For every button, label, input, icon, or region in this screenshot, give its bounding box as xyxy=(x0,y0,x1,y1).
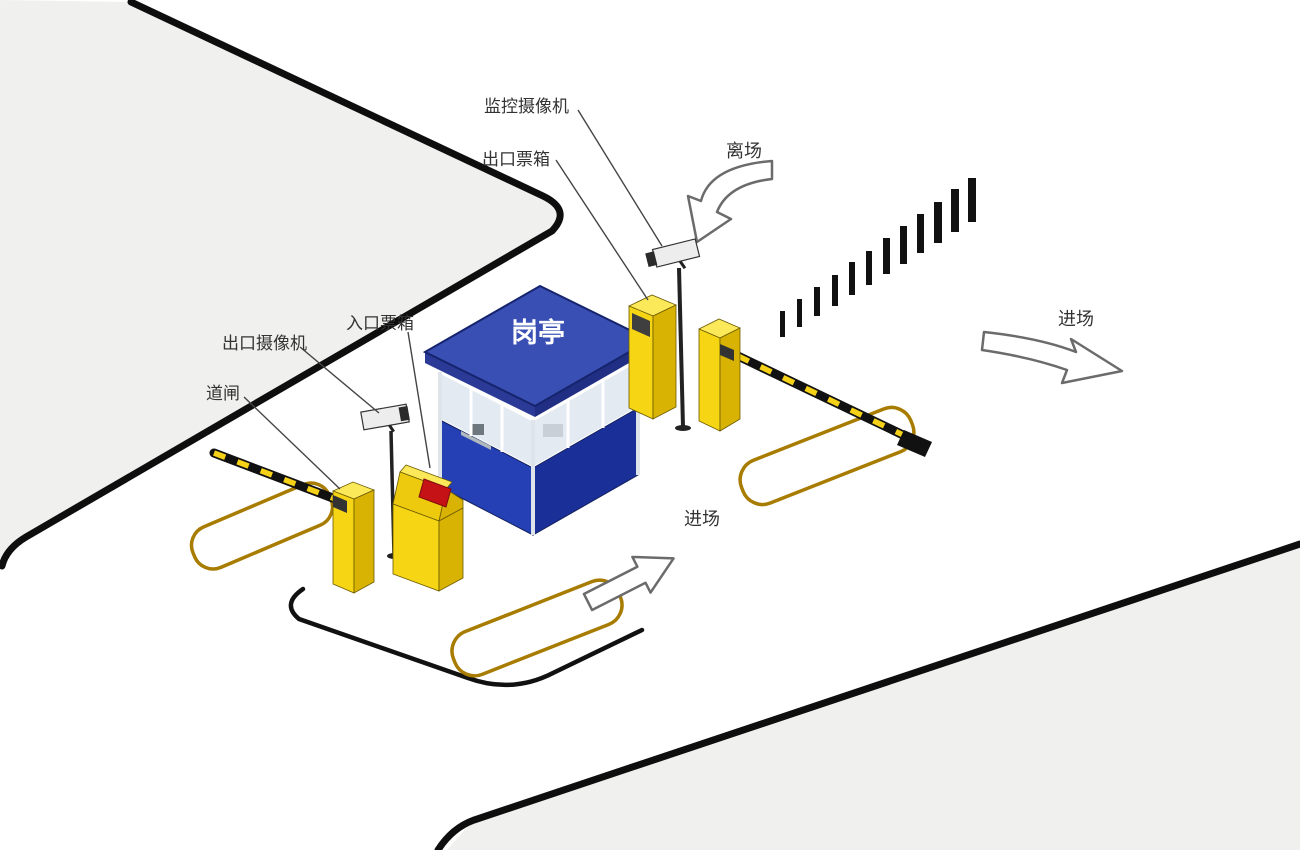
machine-side-face xyxy=(652,304,677,420)
entry-barrier-gate xyxy=(209,448,376,594)
label-flow-enter-main: 进场 xyxy=(1058,309,1094,329)
island-curb xyxy=(288,586,645,688)
leader-entry-ticket-box xyxy=(407,331,431,469)
pole-base xyxy=(675,425,691,431)
camera-lens-icon xyxy=(645,251,658,268)
barrier-arm-tip xyxy=(897,430,932,457)
hatch-tick xyxy=(832,275,838,306)
barrier-pivot xyxy=(333,495,347,513)
camera-head xyxy=(645,238,701,270)
hatch-tick xyxy=(814,287,820,316)
label-exit-ticket-box: 出口票箱 xyxy=(482,150,550,169)
hatch-tick xyxy=(866,251,872,285)
exit-barrier-gate xyxy=(698,318,932,457)
label-surveillance-camera: 监控摄像机 xyxy=(484,97,569,116)
label-entry-ticket-box: 入口票箱 xyxy=(346,314,414,333)
enter-lane-arrow xyxy=(582,555,675,612)
hatch-tick xyxy=(951,189,959,232)
hatch-tick xyxy=(934,202,942,243)
roof-edge-right xyxy=(535,340,650,417)
lot-boundary-hatch xyxy=(780,178,976,337)
barrier-pivot xyxy=(720,344,734,361)
hatch-tick xyxy=(797,299,802,327)
curb-line xyxy=(434,540,1300,850)
cabinet-front-face xyxy=(698,328,721,432)
barrier-arm-stripes xyxy=(213,450,339,503)
hatch-tick xyxy=(968,178,976,222)
label-exit-camera: 出口摄像机 xyxy=(222,334,307,353)
machine-display-panel xyxy=(632,313,650,337)
camera-lens-icon xyxy=(398,405,410,422)
booth-interior-monitor xyxy=(470,424,484,435)
label-flow-leave: 离场 xyxy=(726,141,762,161)
upper-left-block xyxy=(0,0,564,570)
machine-side-face xyxy=(438,507,464,592)
leave-arrow xyxy=(686,159,774,244)
camera-mount xyxy=(388,424,395,433)
leader-lines xyxy=(243,109,663,490)
leader-exit-ticket-box xyxy=(555,159,649,301)
block-fill xyxy=(447,546,1300,850)
barrier-arm-stripes xyxy=(736,353,924,447)
camera-pole xyxy=(677,267,685,428)
exit-ticket-machine xyxy=(628,294,677,420)
entry-ticket-machine xyxy=(392,464,464,592)
hatch-tick xyxy=(917,214,924,253)
machine-display-screen xyxy=(418,478,452,508)
curb-line xyxy=(0,0,564,570)
leader-exit-camera xyxy=(299,346,380,414)
guard-booth: 岗亭 xyxy=(422,284,653,536)
booth-interior-desk xyxy=(461,431,491,450)
booth-interior-shelf xyxy=(543,424,563,437)
enter-main-road-arrow xyxy=(980,330,1124,385)
cabinet-side-face xyxy=(353,489,375,594)
ground-loop-exit xyxy=(738,405,916,507)
hatch-tick xyxy=(883,238,890,274)
flow-arrows xyxy=(582,159,1124,612)
bottom-right-block xyxy=(434,540,1300,850)
surveillance-camera xyxy=(645,238,701,431)
label-barrier-gate: 道闸 xyxy=(206,384,240,403)
roof-edge-left xyxy=(425,352,535,417)
label-flow-enter-lane: 进场 xyxy=(684,509,720,529)
labels: 监控摄像机 出口票箱 入口票箱 出口摄像机 道闸 离场 进场 进场 xyxy=(206,97,1094,529)
hatch-tick xyxy=(780,311,785,337)
leader-barrier-gate xyxy=(243,396,341,490)
cabinet-side-face xyxy=(719,327,741,432)
camera-mount xyxy=(678,260,687,270)
hatch-tick xyxy=(849,262,855,295)
hatch-tick xyxy=(900,226,907,264)
label-guard-booth: 岗亭 xyxy=(511,317,565,348)
leader-surveillance-camera xyxy=(577,109,663,247)
camera-head xyxy=(360,403,410,433)
